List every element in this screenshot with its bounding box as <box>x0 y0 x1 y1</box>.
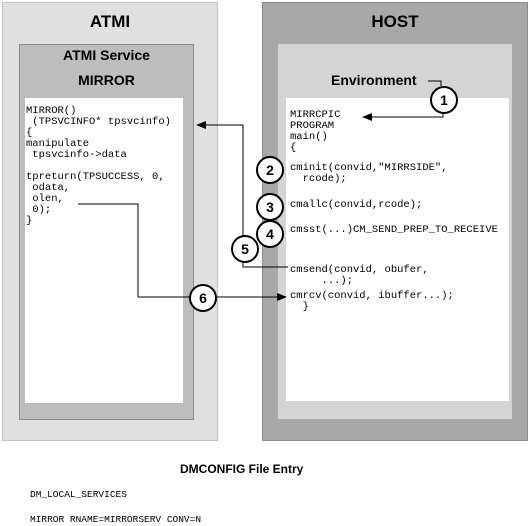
dmconfig-line-2: MIRROR RNAME=MIRRORSERV CONV=N <box>30 514 202 525</box>
step-1-marker: 1 <box>430 86 458 114</box>
atmi-service-name: MIRROR <box>78 72 135 88</box>
atmi-title: ATMI <box>89 12 131 31</box>
step-5-marker: 5 <box>231 235 259 263</box>
atmi-code: MIRROR() (TPSVCINFO* tpsvcinfo) { manipu… <box>26 105 171 227</box>
host-code-box <box>286 98 509 401</box>
cmsst-call: cmsst(...)CM_SEND_PREP_TO_RECEIVE <box>290 224 498 236</box>
arrow-step5 <box>196 121 288 268</box>
host-title: HOST <box>371 12 419 31</box>
step-2-marker: 2 <box>256 156 284 184</box>
cmsend-call: cmsend(convid, obufer, ...); <box>290 264 429 287</box>
step-3-marker: 3 <box>256 193 284 221</box>
atmi-code-box: MIRROR() (TPSVCINFO* tpsvcinfo) { manipu… <box>25 98 183 403</box>
atmi-service-title: ATMI Service <box>63 47 150 63</box>
environment-label: Environment <box>331 72 417 88</box>
cmallc-call: cmallc(convid,rcode); <box>290 199 423 211</box>
arrow-step1 <box>362 111 444 121</box>
environment-leader <box>428 80 442 86</box>
step-4-marker: 4 <box>256 220 284 248</box>
dmconfig-title: DMCONFIG File Entry <box>180 462 304 476</box>
host-code-header: MIRRCPIC PROGRAM main() { <box>290 109 341 154</box>
cminit-call: cminit(convid,"MIRRSIDE", rcode); <box>290 162 448 185</box>
step-6-marker: 6 <box>189 284 217 312</box>
cmrcv-call: cmrcv(convid, ibuffer...); } <box>290 290 454 313</box>
dmconfig-line-1: DM_LOCAL_SERVICES <box>30 489 127 500</box>
